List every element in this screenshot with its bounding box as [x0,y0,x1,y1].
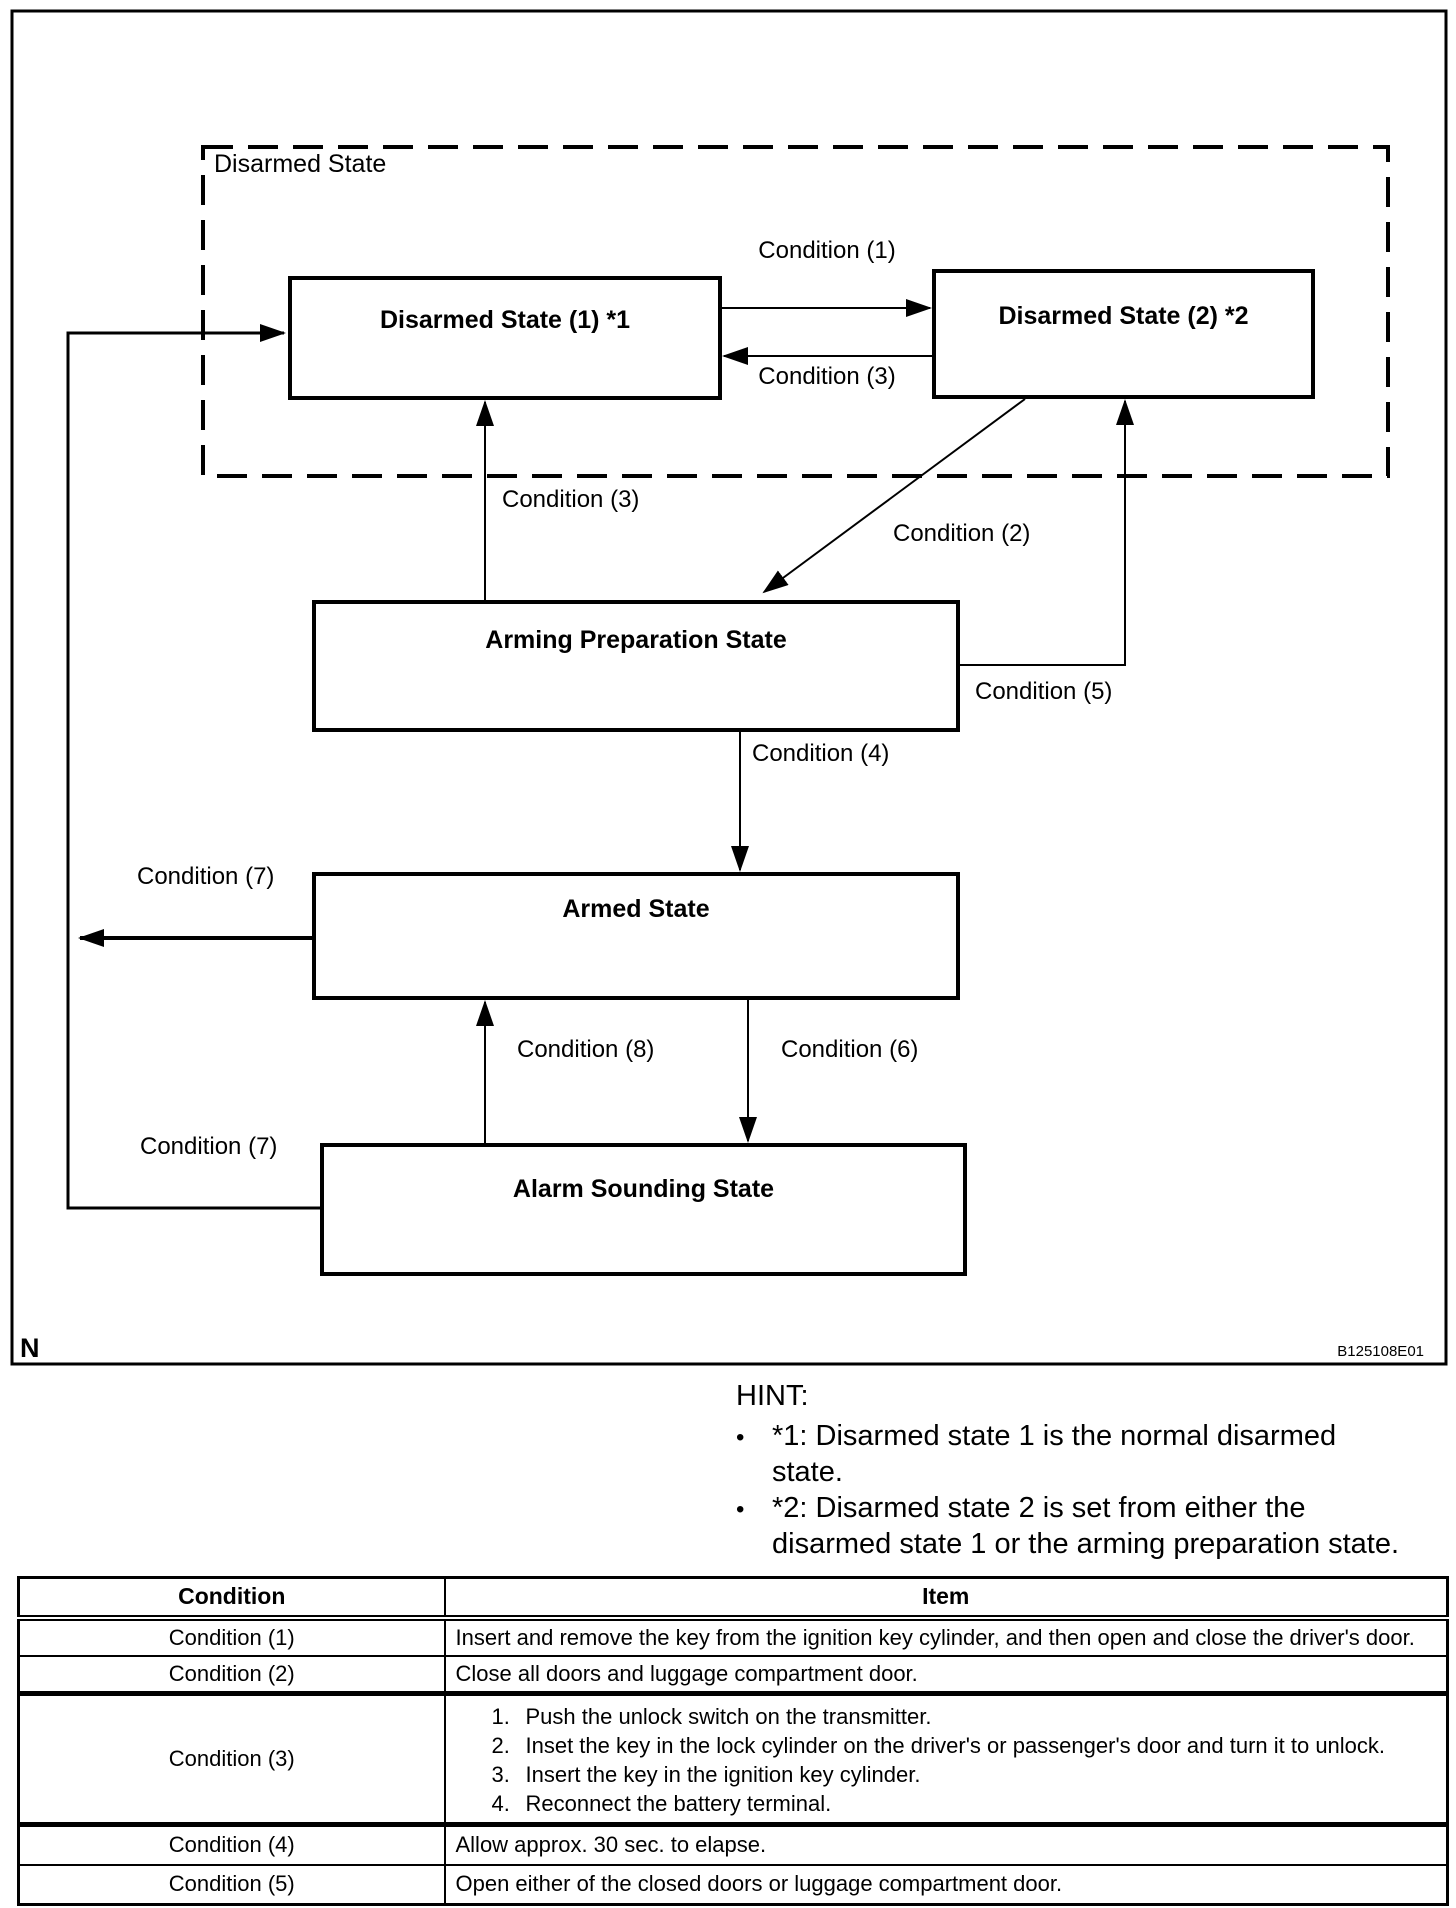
table-row: Condition (2) Close all doors and luggag… [17,1654,1449,1695]
table-row: Condition (1) Insert and remove the key … [17,1616,1449,1657]
state-box-armed: Armed State [312,872,960,1000]
label-cond2: Condition (2) [893,520,1031,547]
state-box-disarmed2: Disarmed State (2) *2 [932,269,1315,399]
disarmed-group-label: Disarmed State [214,150,387,178]
label-cond6: Condition (6) [781,1036,919,1063]
cell-item-3: 1. Push the unlock switch on the transmi… [443,1691,1449,1826]
list-number: 4. [491,1791,510,1816]
hint-item-1: • *1: Disarmed state 1 is the normal dis… [736,1418,1452,1490]
cell-item-2: Close all doors and luggage compartment … [443,1654,1449,1695]
hint-block: HINT: • *1: Disarmed state 1 is the norm… [736,1378,1452,1562]
list-number: 2. [491,1733,510,1758]
list-item: 1. Push the unlock switch on the transmi… [486,1702,1441,1731]
state-label-disarmed2: Disarmed State (2) *2 [998,302,1249,330]
arrow-cond5 [960,399,1134,666]
list-text: Inset the key in the lock cylinder on th… [525,1733,1386,1758]
bullet-icon: • [736,1496,745,1523]
label-cond5: Condition (5) [975,678,1113,705]
cell-item-4: Allow approx. 30 sec. to elapse. [443,1822,1449,1866]
label-cond3-between: Condition (3) [758,363,896,390]
figure-border [10,9,1448,1366]
hint-item-2: • *2: Disarmed state 2 is set from eithe… [736,1490,1452,1562]
figure-code: B125108E01 [1337,1343,1424,1360]
state-label-armed: Armed State [562,895,710,923]
label-cond7-alarm: Condition (7) [140,1133,278,1160]
condition-table: Condition Item Condition (1) Insert and … [17,1576,1449,1906]
hint-item-2-line1: *2: Disarmed state 2 is set from either … [772,1492,1306,1524]
table-row: Condition (3) 1. Push the unlock switch … [17,1691,1449,1826]
list-item: 4. Reconnect the battery terminal. [486,1789,1441,1818]
hint-item-1-text: *1: Disarmed state 1 is the normal disar… [772,1418,1452,1490]
list-item: 2. Inset the key in the lock cylinder on… [486,1731,1441,1760]
label-cond3-up: Condition (3) [502,486,640,513]
list-text: Push the unlock switch on the transmitte… [525,1704,932,1729]
list-text: Reconnect the battery terminal. [525,1791,832,1816]
label-cond1: Condition (1) [758,237,896,264]
state-box-disarmed1: Disarmed State (1) *1 [288,276,722,400]
list-item: 3. Insert the key in the ignition key cy… [486,1760,1441,1789]
state-box-alarm: Alarm Sounding State [320,1143,967,1276]
cell-condition-3: Condition (3) [17,1691,446,1826]
list-text: Insert the key in the ignition key cylin… [525,1762,921,1787]
state-label-alarm: Alarm Sounding State [512,1175,775,1203]
header-item: Item [443,1576,1449,1621]
state-box-arming-prep: Arming Preparation State [312,600,960,732]
hint-item-1-line2: state. [772,1456,843,1488]
hint-title: HINT: [736,1380,809,1412]
state-label-arming-prep: Arming Preparation State [485,626,787,654]
list-number: 3. [491,1762,510,1787]
numbered-list: 1. Push the unlock switch on the transmi… [456,1696,1441,1822]
disarmed-group-box [201,145,1390,478]
bullet-icon: • [736,1424,745,1451]
table-row: Condition (4) Allow approx. 30 sec. to e… [17,1822,1449,1866]
hint-item-2-text: *2: Disarmed state 2 is set from either … [772,1490,1452,1562]
state-label-disarmed1: Disarmed State (1) *1 [379,306,631,334]
arrow-cond7-feedback [66,324,320,1210]
corner-letter: N [20,1333,40,1363]
cell-condition-5: Condition (5) [17,1863,446,1906]
hint-item-1-line1: *1: Disarmed state 1 is the normal disar… [772,1420,1337,1452]
label-cond7-armed: Condition (7) [137,863,275,890]
cell-condition-4: Condition (4) [17,1822,446,1866]
table-header-row: Condition Item [17,1576,1449,1621]
arrow-cond2 [762,398,1026,594]
hint-item-2-line2: disarmed state 1 or the arming preparati… [772,1528,1400,1560]
cell-item-1: Insert and remove the key from the ignit… [443,1616,1449,1657]
label-cond8: Condition (8) [517,1036,655,1063]
cell-condition-2: Condition (2) [17,1654,446,1695]
header-condition: Condition [17,1576,446,1621]
table-row: Condition (5) Open either of the closed … [17,1863,1449,1906]
label-cond4: Condition (4) [752,740,890,767]
list-number: 1. [491,1704,510,1729]
cell-item-5: Open either of the closed doors or lugga… [443,1863,1449,1906]
cell-condition-1: Condition (1) [17,1616,446,1657]
